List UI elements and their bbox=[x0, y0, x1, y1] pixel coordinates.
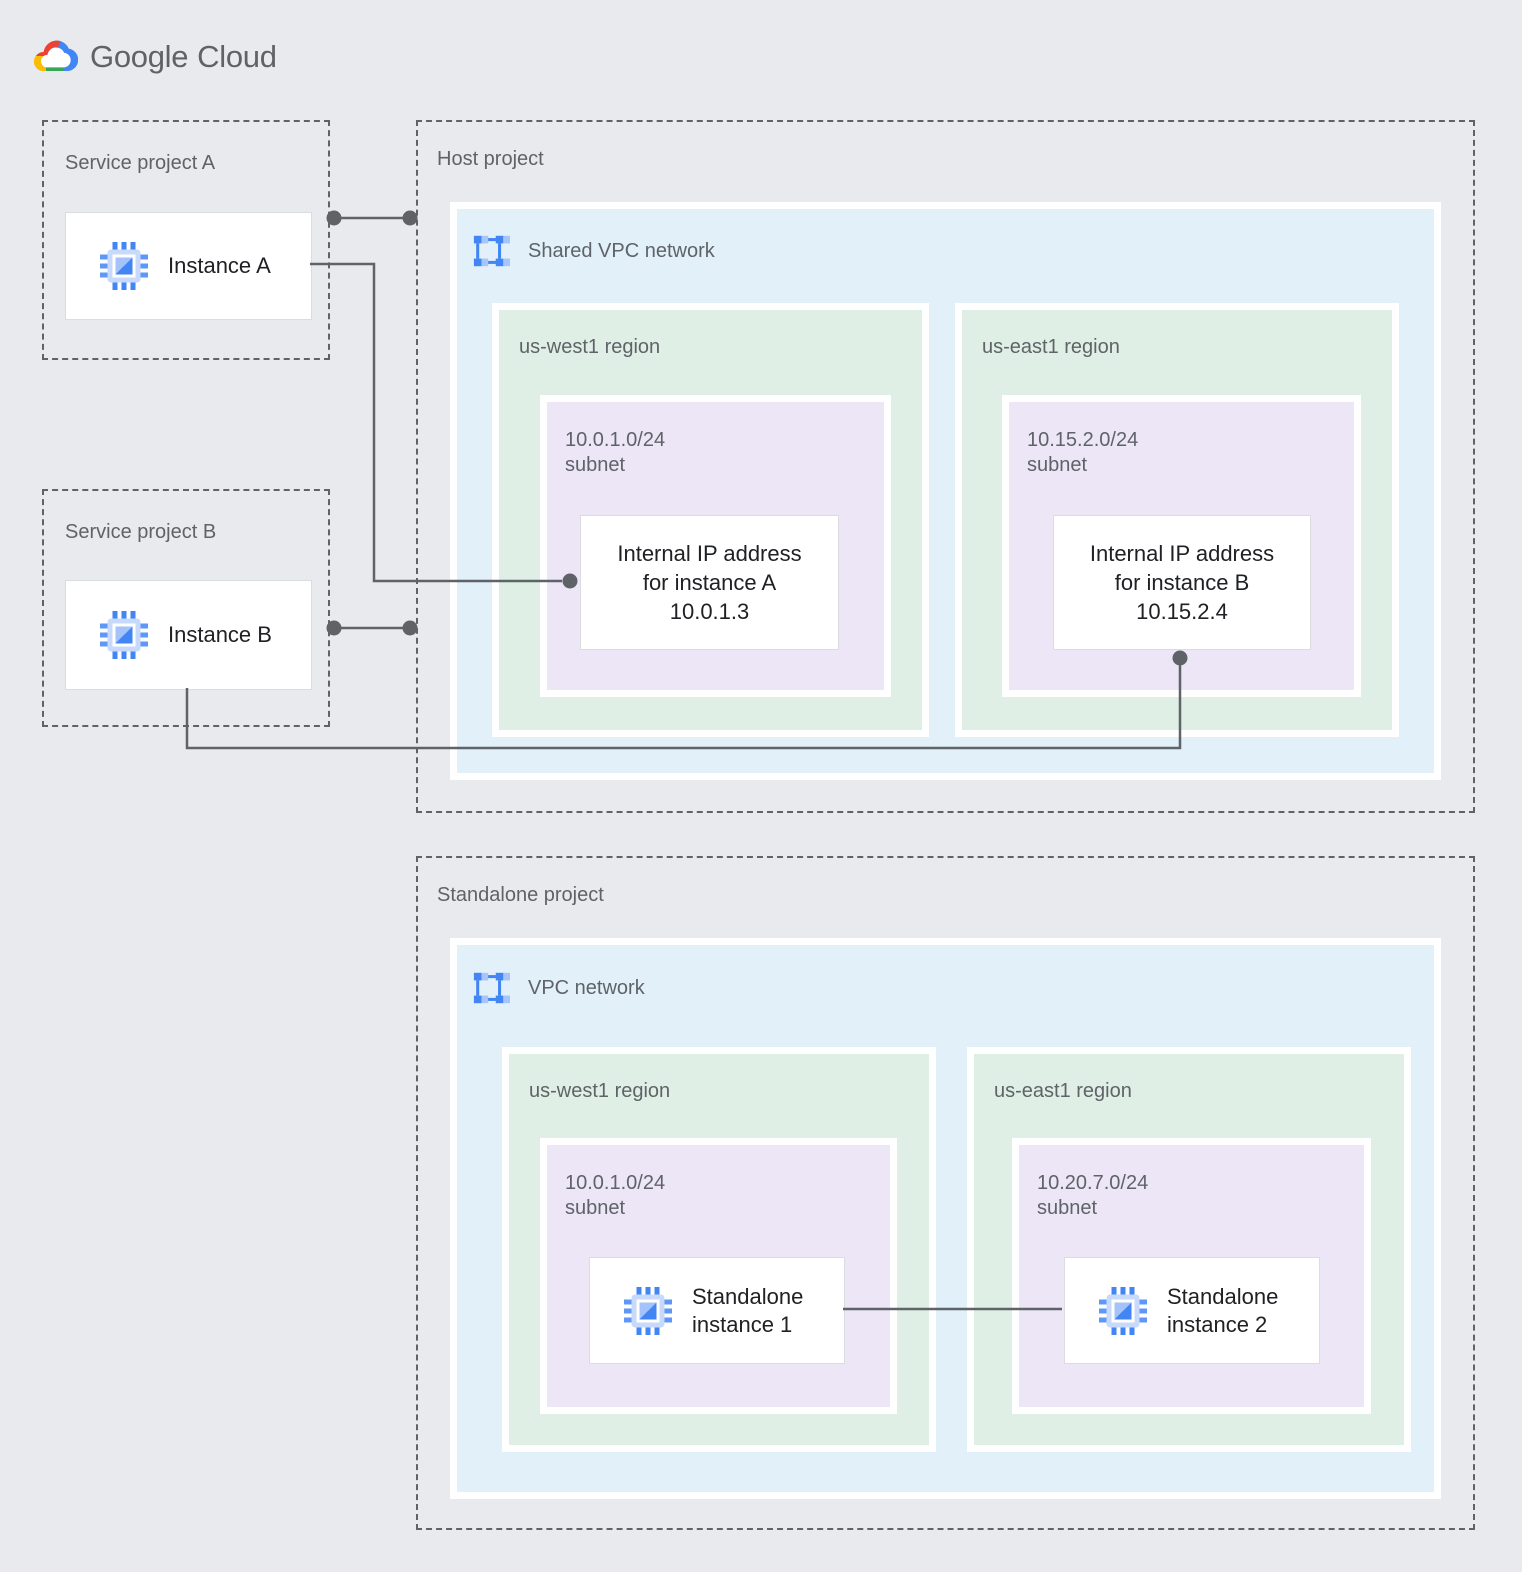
internal-ip-instance-b-card: Internal IP address for instance B 10.15… bbox=[1053, 515, 1311, 650]
host-us-west1-region-label: us-west1 region bbox=[519, 336, 661, 358]
vpc-network-label: VPC network bbox=[528, 976, 645, 999]
vpc-network-icon bbox=[472, 971, 510, 1005]
ip-card-line3: 10.0.1.3 bbox=[669, 599, 750, 624]
standalone-us-west1-region-box: us-west1 region 10.0.1.0/24 subnet Stand… bbox=[509, 1054, 929, 1445]
compute-instance-icon bbox=[100, 611, 148, 659]
google-cloud-icon bbox=[30, 38, 78, 76]
subnet-word: subnet bbox=[1027, 454, 1088, 476]
host-us-west1-region-box: us-west1 region 10.0.1.0/24 subnet Inter… bbox=[499, 310, 922, 730]
shared-vpc-network-label: Shared VPC network bbox=[528, 239, 715, 262]
host-east-subnet-label: 10.15.2.0/24 subnet bbox=[1027, 428, 1138, 478]
standalone-instance-2-line2: instance 2 bbox=[1167, 1311, 1268, 1337]
instance-a-label: Instance A bbox=[168, 253, 271, 278]
shared-vpc-network-box: Shared VPC network us-west1 region 10.0.… bbox=[457, 209, 1434, 773]
ip-card-line3: 10.15.2.4 bbox=[1136, 599, 1228, 624]
standalone-us-west1-region-label: us-west1 region bbox=[529, 1080, 671, 1102]
instance-b-card: Instance B bbox=[65, 580, 312, 690]
standalone-east-subnet-label: 10.20.7.0/24 subnet bbox=[1037, 1171, 1148, 1221]
standalone-instance-2-card: Standalone instance 2 bbox=[1064, 1257, 1320, 1364]
internal-ip-instance-a-card: Internal IP address for instance A 10.0.… bbox=[580, 515, 839, 650]
host-us-east1-region-box: us-east1 region 10.15.2.0/24 subnet Inte… bbox=[962, 310, 1392, 730]
google-cloud-logo: Google Cloud bbox=[30, 38, 277, 76]
standalone-us-east1-region-box: us-east1 region 10.20.7.0/24 subnet Stan… bbox=[974, 1054, 1404, 1445]
subnet-word: subnet bbox=[1037, 1197, 1098, 1219]
vpc-network-icon bbox=[472, 234, 510, 268]
standalone-east-subnet-box: 10.20.7.0/24 subnet Standalone instance … bbox=[1019, 1145, 1364, 1407]
standalone-project-label: Standalone project bbox=[437, 884, 604, 906]
ip-card-line2: for instance B bbox=[1114, 570, 1250, 595]
standalone-instance-1-line2: instance 1 bbox=[692, 1311, 793, 1337]
service-project-b-box: Service project B Instance B bbox=[42, 489, 330, 727]
standalone-instance-1-card: Standalone instance 1 bbox=[589, 1257, 845, 1364]
instance-a-card: Instance A bbox=[65, 212, 312, 320]
host-us-east1-region-label: us-east1 region bbox=[982, 336, 1120, 358]
subnet-cidr: 10.0.1.0/24 bbox=[565, 429, 666, 451]
subnet-cidr: 10.15.2.0/24 bbox=[1027, 429, 1139, 451]
host-project-box: Host project Shared VPC network us-west1… bbox=[416, 120, 1475, 813]
service-project-a-box: Service project A Instance A bbox=[42, 120, 330, 360]
compute-instance-icon bbox=[1099, 1286, 1147, 1335]
logo-brand-text: Google bbox=[90, 39, 189, 74]
ip-card-line1: Internal IP address bbox=[617, 541, 802, 566]
standalone-us-east1-region-label: us-east1 region bbox=[994, 1080, 1132, 1102]
standalone-project-box: Standalone project VPC network us-west1 … bbox=[416, 856, 1475, 1530]
vpc-network-box: VPC network us-west1 region 10.0.1.0/24 … bbox=[457, 945, 1434, 1492]
subnet-word: subnet bbox=[565, 1197, 626, 1219]
ip-card-line2: for instance A bbox=[642, 570, 777, 595]
compute-instance-icon bbox=[100, 242, 148, 290]
standalone-instance-1-line1: Standalone bbox=[692, 1283, 804, 1309]
standalone-instance-2-line1: Standalone bbox=[1167, 1283, 1279, 1309]
logo-product-text: Cloud bbox=[197, 39, 277, 74]
host-project-label: Host project bbox=[437, 148, 544, 170]
compute-instance-icon bbox=[624, 1286, 672, 1335]
subnet-cidr: 10.0.1.0/24 bbox=[565, 1172, 666, 1194]
subnet-cidr: 10.20.7.0/24 bbox=[1037, 1172, 1149, 1194]
subnet-word: subnet bbox=[565, 454, 626, 476]
instance-b-label: Instance B bbox=[168, 622, 272, 647]
host-east-subnet-box: 10.15.2.0/24 subnet Internal IP address … bbox=[1009, 402, 1354, 690]
host-west-subnet-box: 10.0.1.0/24 subnet Internal IP address f… bbox=[547, 402, 884, 690]
ip-card-line1: Internal IP address bbox=[1089, 541, 1275, 566]
host-west-subnet-label: 10.0.1.0/24 subnet bbox=[565, 428, 665, 478]
standalone-west-subnet-label: 10.0.1.0/24 subnet bbox=[565, 1171, 665, 1221]
service-project-b-label: Service project B bbox=[65, 521, 217, 543]
service-project-a-label: Service project A bbox=[65, 152, 216, 174]
standalone-west-subnet-box: 10.0.1.0/24 subnet Standalone instance 1 bbox=[547, 1145, 890, 1407]
